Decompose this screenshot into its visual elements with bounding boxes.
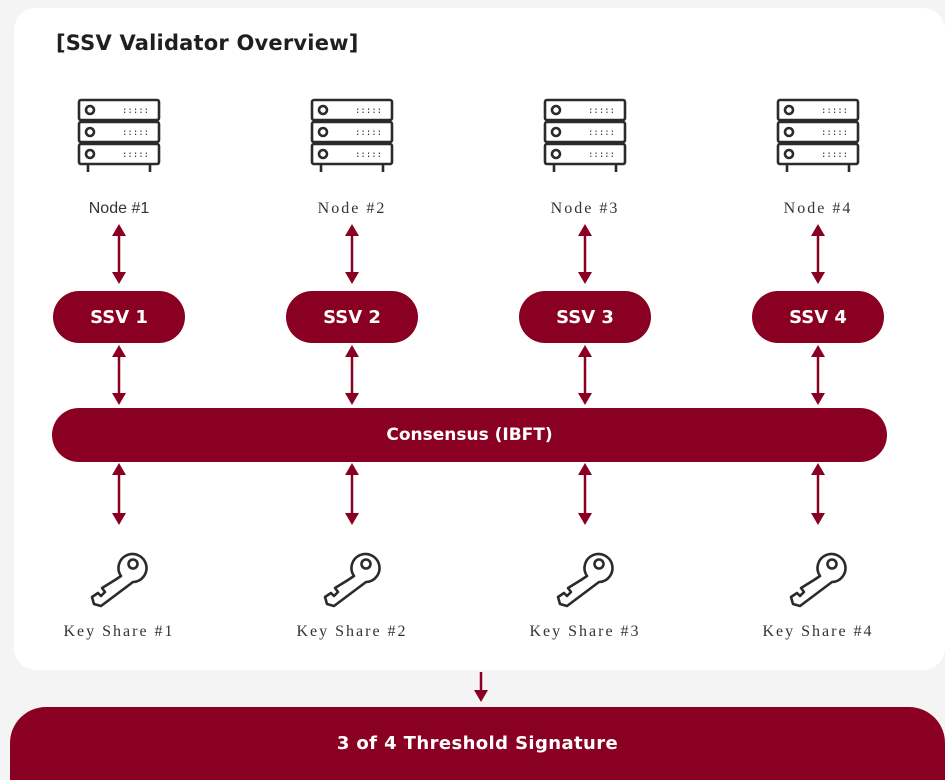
svg-text::::::: ::::: bbox=[355, 150, 382, 160]
bidirectional-arrow-icon bbox=[811, 224, 825, 284]
server-icon: ::::: ::::: ::::: bbox=[310, 98, 394, 172]
bidirectional-arrow-icon bbox=[578, 224, 592, 284]
svg-text::::::: ::::: bbox=[122, 150, 149, 160]
svg-text::::::: ::::: bbox=[122, 128, 149, 138]
server-icon: ::::: ::::: ::::: bbox=[543, 98, 627, 172]
server-icon: ::::: ::::: ::::: bbox=[77, 98, 161, 172]
svg-text::::::: ::::: bbox=[821, 128, 848, 138]
node-label: Node #2 bbox=[317, 200, 387, 217]
svg-text::::::: ::::: bbox=[821, 106, 848, 116]
ssv-operator-4: SSV 4 bbox=[752, 291, 884, 343]
server-icon: ::::: ::::: ::::: bbox=[776, 98, 860, 172]
bidirectional-arrow-icon bbox=[811, 345, 825, 405]
bidirectional-arrow-icon bbox=[345, 463, 359, 525]
key-icon bbox=[789, 552, 847, 608]
ssv-operator-3: SSV 3 bbox=[519, 291, 651, 343]
svg-text::::::: ::::: bbox=[588, 106, 615, 116]
svg-text::::::: ::::: bbox=[821, 150, 848, 160]
consensus-bar: Consensus (IBFT) bbox=[52, 408, 887, 462]
key-share-label: Key Share #4 bbox=[762, 623, 874, 640]
svg-text::::::: ::::: bbox=[355, 106, 382, 116]
key-share-label: Key Share #2 bbox=[296, 623, 408, 640]
key-share-label: Key Share #1 bbox=[63, 623, 175, 640]
svg-text::::::: ::::: bbox=[588, 150, 615, 160]
key-icon bbox=[556, 552, 614, 608]
bidirectional-arrow-icon bbox=[345, 345, 359, 405]
key-icon bbox=[323, 552, 381, 608]
bidirectional-arrow-icon bbox=[112, 224, 126, 284]
ssv-operator-2: SSV 2 bbox=[286, 291, 418, 343]
svg-text::::::: ::::: bbox=[122, 106, 149, 116]
svg-text::::::: ::::: bbox=[588, 128, 615, 138]
bidirectional-arrow-icon bbox=[811, 463, 825, 525]
bidirectional-arrow-icon bbox=[345, 224, 359, 284]
bidirectional-arrow-icon bbox=[112, 345, 126, 405]
ssv-operator-1: SSV 1 bbox=[53, 291, 185, 343]
key-icon bbox=[90, 552, 148, 608]
bidirectional-arrow-icon bbox=[578, 463, 592, 525]
node-label: Node #1 bbox=[88, 200, 150, 217]
bidirectional-arrow-icon bbox=[578, 345, 592, 405]
node-label: Node #4 bbox=[783, 200, 853, 217]
bidirectional-arrow-icon bbox=[112, 463, 126, 525]
svg-text::::::: ::::: bbox=[355, 128, 382, 138]
diagram-title: [SSV Validator Overview] bbox=[56, 31, 359, 55]
node-label: Node #3 bbox=[550, 200, 620, 217]
threshold-signature-bar: 3 of 4 Threshold Signature bbox=[10, 707, 945, 780]
key-share-label: Key Share #3 bbox=[529, 623, 641, 640]
down-arrow-icon bbox=[474, 672, 488, 702]
